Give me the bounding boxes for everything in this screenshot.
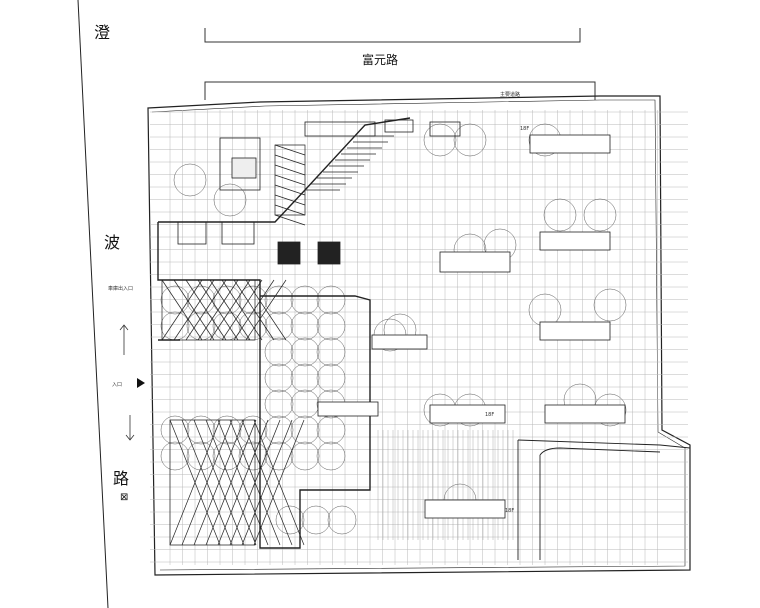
floor-label-e: 18F xyxy=(485,412,494,418)
top-entry-note: 主要道路 xyxy=(500,91,520,98)
left-arrow-label: 入口 xyxy=(112,382,122,388)
tree-canopy-circles xyxy=(160,123,627,535)
direction-arrows xyxy=(119,324,135,441)
hatched-structure-zone xyxy=(161,135,394,546)
podium-outline xyxy=(157,117,411,549)
road-name-left-3: 路 xyxy=(113,469,129,488)
top-road xyxy=(204,28,596,100)
left-road-boundary xyxy=(77,0,109,608)
floor-label-f: 18F xyxy=(505,508,514,514)
left-note: 車庫出入口 xyxy=(108,285,133,292)
road-name-top: 富元路 xyxy=(362,52,398,67)
road-marker: ⊠ xyxy=(120,492,128,503)
tower-footprints xyxy=(317,134,626,519)
entry-arrow-icon xyxy=(137,378,145,388)
road-name-left-2: 波 xyxy=(104,233,120,252)
road-name-left-1: 澄 xyxy=(94,23,110,42)
site-boundary xyxy=(147,95,691,576)
floor-label-g: 18F xyxy=(520,126,529,132)
parking-grid xyxy=(150,110,688,565)
ramp-lines xyxy=(377,430,514,540)
core-blocks xyxy=(177,119,461,265)
driveway xyxy=(517,439,691,560)
